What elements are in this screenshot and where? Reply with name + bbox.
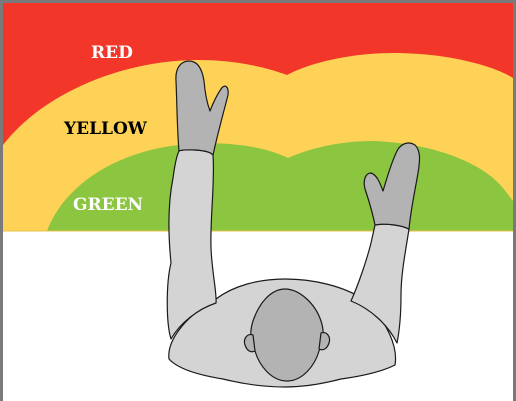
red-zone-label: RED	[91, 43, 133, 63]
green-zone-label: GREEN	[73, 195, 143, 215]
yellow-zone-label: YELLOW	[63, 119, 148, 139]
reach-zone-diagram: RED YELLOW GREEN	[3, 3, 513, 401]
